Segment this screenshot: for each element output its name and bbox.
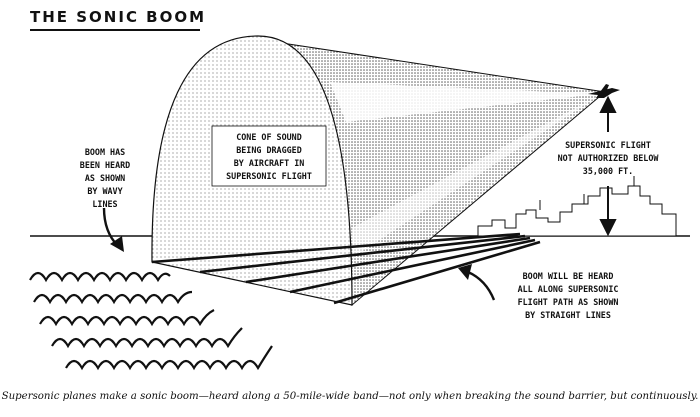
curved-arrow-head <box>110 236 124 252</box>
cone-light-streak-lower <box>352 96 598 258</box>
cone-label-box <box>211 125 327 187</box>
diagram-title: THE SONIC BOOM <box>30 8 207 26</box>
boom-along-label: BOOM WILL BE HEARD ALL ALONG SUPERSONIC … <box>517 271 619 320</box>
curved-arrow-right-icon <box>467 270 496 301</box>
title-underline <box>30 29 200 31</box>
straight-boom-lines <box>151 232 541 305</box>
city-skyline-icon <box>477 176 677 237</box>
flight-limit-label: SUPERSONIC FLIGHT NOT AUTHORIZED BELOW 3… <box>557 140 659 176</box>
caption: Supersonic planes make a sonic boom—hear… <box>1 391 699 402</box>
curved-arrow-right-head <box>458 264 472 280</box>
boom-heard-label: BOOM HAS BEEN HEARD AS SHOWN BY WAVY LIN… <box>79 147 131 209</box>
supersonic-aircraft-icon <box>588 84 620 98</box>
vertical-double-arrow-icon <box>599 95 617 237</box>
cone-light-streak <box>330 82 600 122</box>
cone-label: CONE OF SOUND BEING DRAGGED BY AIRCRAFT … <box>226 132 312 181</box>
wavy-boom-lines <box>29 271 273 371</box>
